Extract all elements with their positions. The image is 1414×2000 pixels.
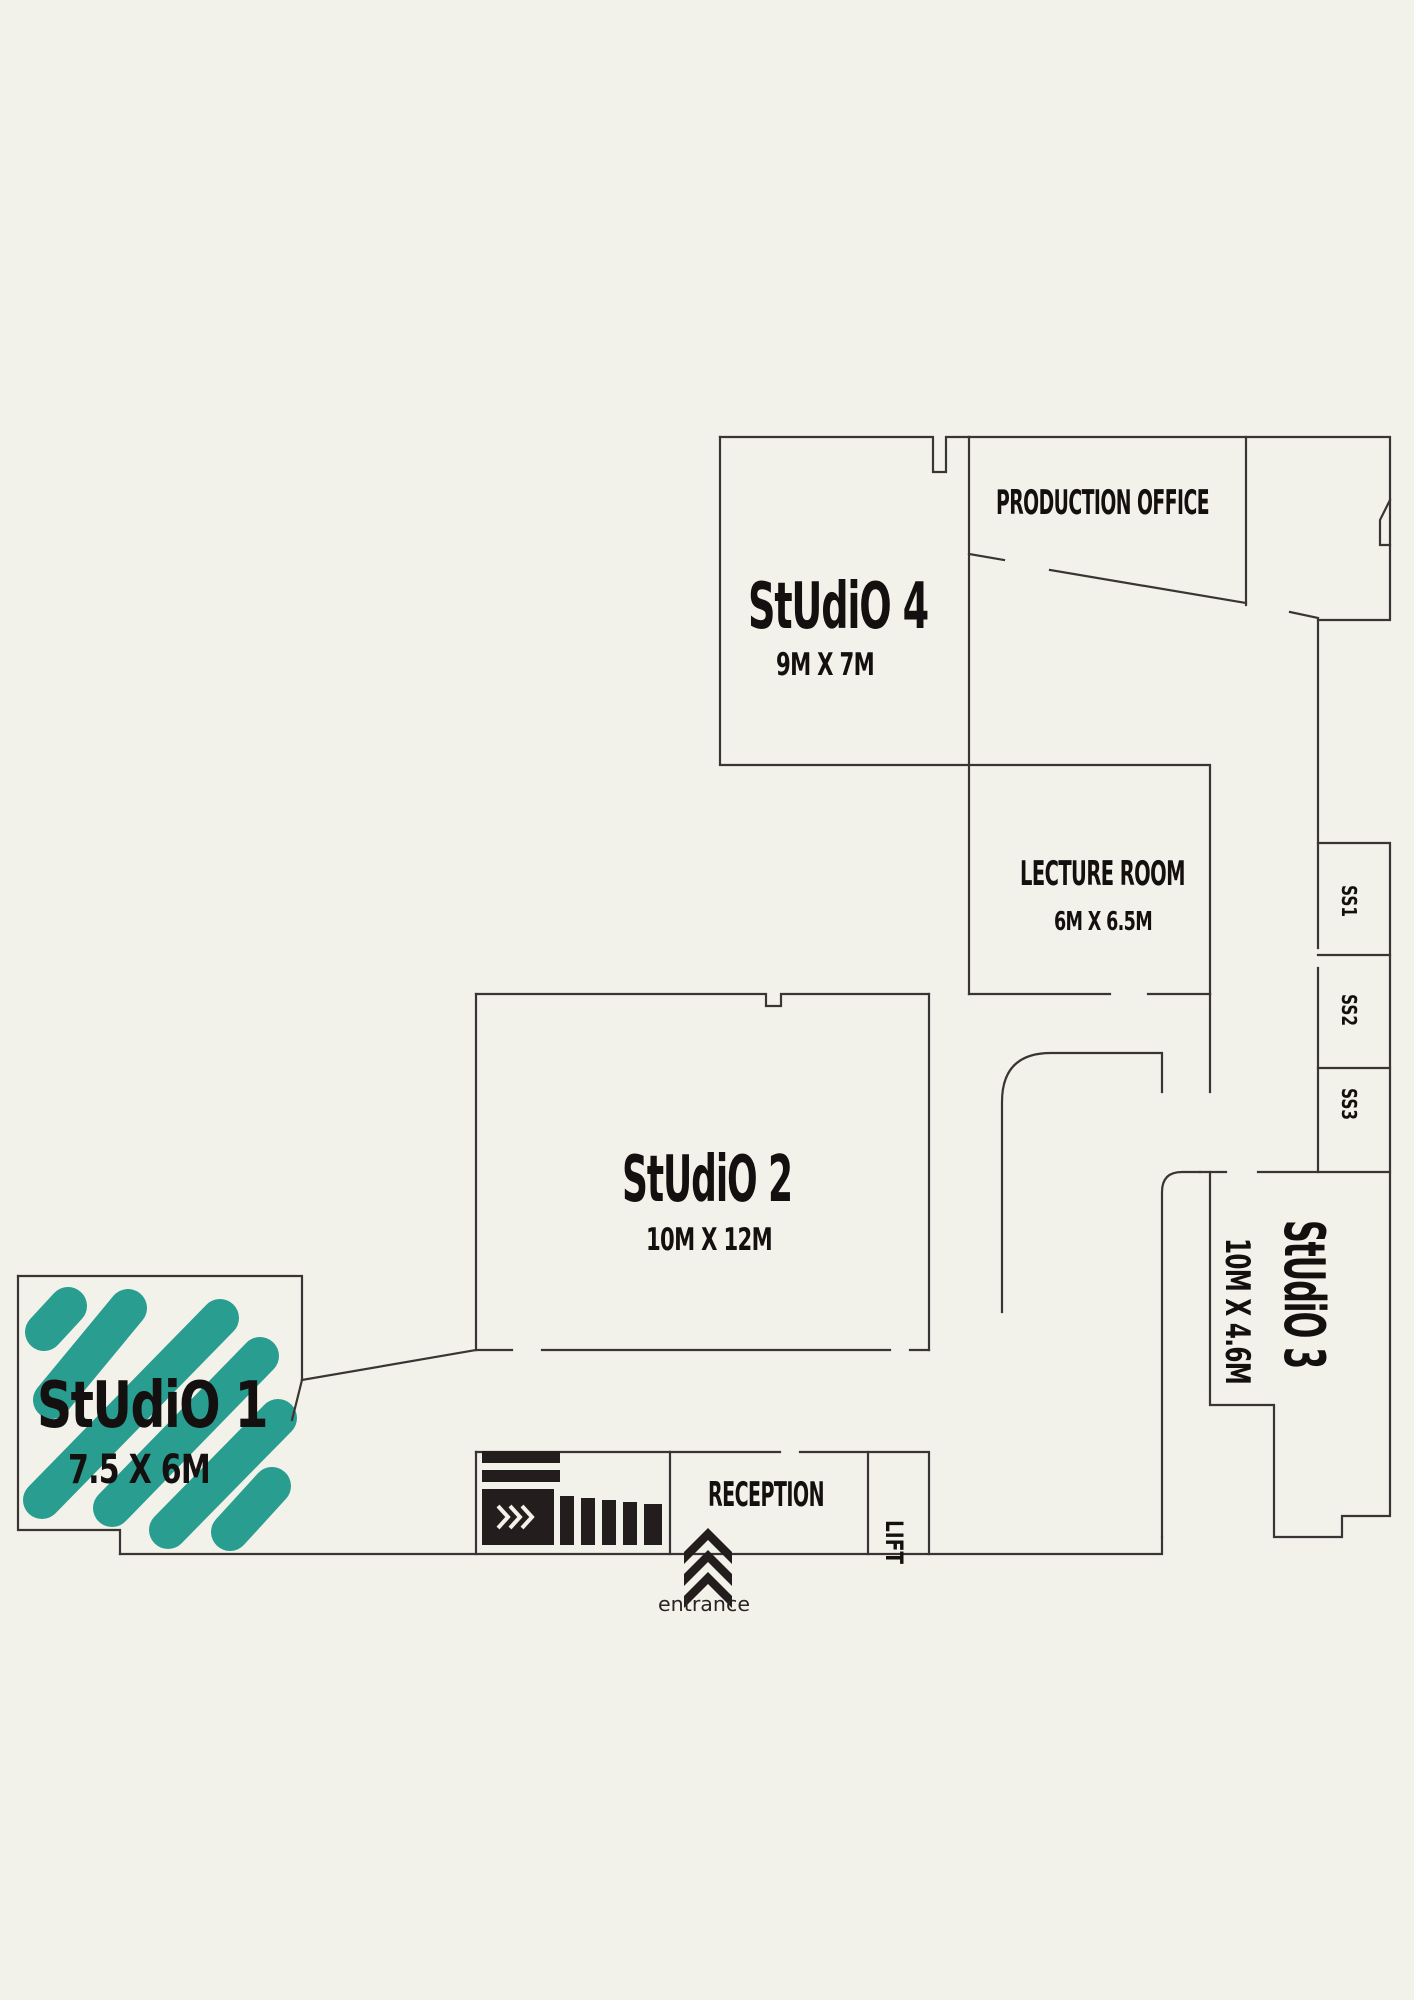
ss2-label: SS2 bbox=[1337, 994, 1361, 1026]
lift-label: LIFT bbox=[880, 1520, 908, 1564]
entrance-label: entrance bbox=[658, 1592, 750, 1616]
reception-label: RECEPTION bbox=[708, 1475, 824, 1515]
entrance-arrow-icon bbox=[684, 1528, 732, 1608]
studio2-size: 10M X 12M bbox=[646, 1222, 772, 1258]
studio2-name: StUdiO 2 bbox=[622, 1143, 792, 1217]
lecture-room-label: LECTURE ROOM bbox=[1020, 854, 1185, 894]
studio1-size: 7.5 X 6M bbox=[68, 1447, 210, 1493]
ss1-label: SS1 bbox=[1337, 885, 1361, 917]
studio3-size: 10M X 4.6M bbox=[1217, 1238, 1257, 1384]
walls bbox=[16, 435, 1392, 1556]
stairs-icon bbox=[482, 1451, 662, 1545]
lecture-room-size: 6M X 6.5M bbox=[1054, 907, 1152, 937]
studio3-name: StUdiO 3 bbox=[1271, 1220, 1336, 1368]
studio4-name: StUdiO 4 bbox=[748, 570, 928, 644]
studio4-size: 9M X 7M bbox=[776, 647, 874, 683]
production-office-label: PRODUCTION OFFICE bbox=[996, 483, 1209, 523]
studio1-name: StUdiO 1 bbox=[37, 1369, 267, 1443]
studio1-highlight bbox=[23, 1287, 297, 1551]
ss3-label: SS3 bbox=[1337, 1088, 1361, 1120]
